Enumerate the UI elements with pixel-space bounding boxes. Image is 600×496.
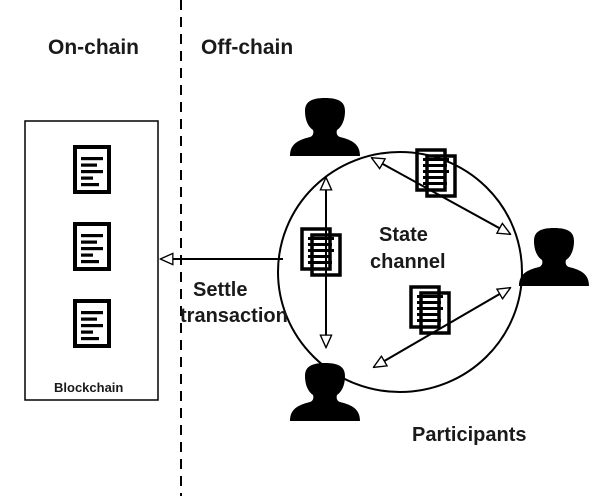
participant-right-person-icon [519, 228, 589, 286]
message-arrow-right-bottom [374, 288, 510, 367]
blockchain-box: Blockchain [24, 120, 159, 401]
on-chain-heading: On-chain [48, 36, 139, 59]
blockchain-label: Blockchain [54, 380, 123, 395]
message-document-icon-1 [415, 148, 457, 198]
settle-label-line2: transaction [180, 305, 288, 327]
block-1-document-icon [73, 145, 111, 194]
state-channel-label-line2: channel [370, 251, 446, 273]
settle-label-line1: Settle [193, 279, 247, 301]
message-document-icon-2 [300, 227, 342, 277]
block-2-document-icon [73, 222, 111, 271]
state-channel-label-line1: State [379, 224, 428, 246]
participant-bottom-person-icon [290, 363, 360, 421]
participants-label: Participants [412, 424, 526, 446]
participant-top-person-icon [290, 98, 360, 156]
block-3-document-icon [73, 299, 111, 348]
off-chain-heading: Off-chain [201, 36, 293, 59]
state-channel-circle [277, 151, 523, 393]
